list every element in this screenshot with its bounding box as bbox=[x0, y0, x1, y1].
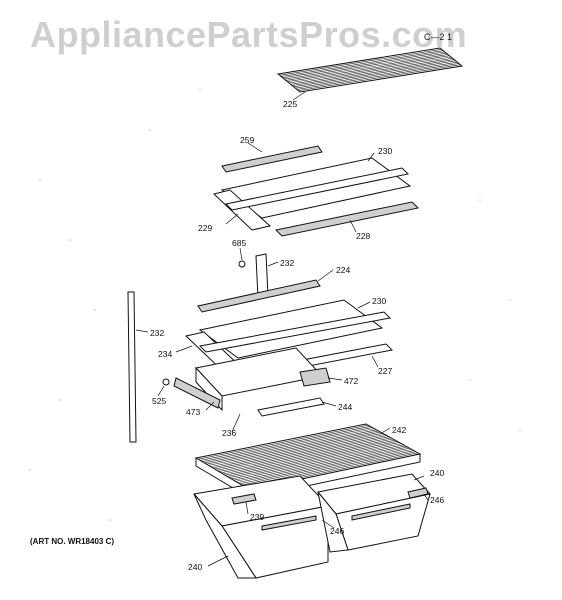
callout-246: 246 bbox=[330, 526, 344, 536]
part-239-handle bbox=[231, 493, 257, 515]
callout-230: 230 bbox=[372, 296, 386, 306]
callout-229: 229 bbox=[198, 223, 212, 233]
part-228-rail-upper bbox=[274, 201, 420, 237]
callout-236: 236 bbox=[222, 428, 236, 438]
part-229-frame-upper bbox=[212, 167, 410, 231]
wire-line bbox=[225, 439, 396, 476]
part-685-screw bbox=[238, 247, 246, 268]
part-472-slide bbox=[299, 367, 343, 387]
callout-230: 230 bbox=[378, 146, 392, 156]
wire-line bbox=[229, 442, 400, 478]
wire-line bbox=[241, 449, 412, 486]
callout-240: 240 bbox=[430, 468, 444, 478]
part-224-trim bbox=[197, 269, 334, 313]
wire-line bbox=[218, 436, 389, 472]
wire-line bbox=[231, 443, 402, 480]
wire-line bbox=[279, 48, 442, 76]
wire-line bbox=[288, 56, 452, 84]
wire-line bbox=[208, 430, 379, 466]
part-232-side-rail bbox=[127, 291, 149, 443]
part-240-drawer-right bbox=[317, 473, 431, 553]
wire-line bbox=[214, 434, 385, 470]
callout-246: 246 bbox=[430, 495, 444, 505]
part-244-rail bbox=[257, 397, 337, 417]
part-259-trim bbox=[221, 142, 323, 173]
callout-232: 232 bbox=[280, 258, 294, 268]
part-525-screw bbox=[157, 378, 170, 397]
wire-line bbox=[210, 431, 381, 467]
wire-line bbox=[298, 64, 461, 92]
wire-line bbox=[295, 61, 458, 89]
part-225-wire-shelf bbox=[276, 47, 464, 101]
callout-228: 228 bbox=[356, 231, 370, 241]
wire-line bbox=[290, 57, 453, 85]
wire-line bbox=[237, 446, 408, 483]
callout-240: 240 bbox=[188, 562, 202, 572]
part-246-handle-left bbox=[321, 519, 335, 529]
callout-234: 234 bbox=[158, 349, 172, 359]
wire-line bbox=[220, 437, 391, 474]
wire-line bbox=[239, 447, 410, 485]
wire-line bbox=[206, 429, 377, 465]
wire-line bbox=[222, 438, 394, 475]
wire-line bbox=[200, 426, 371, 461]
wire-line bbox=[287, 55, 450, 83]
wire-line bbox=[296, 63, 459, 90]
callout-232: 232 bbox=[150, 328, 164, 338]
callout-227: 227 bbox=[378, 366, 392, 376]
wire-line bbox=[202, 427, 373, 462]
wire-line bbox=[281, 50, 444, 77]
callout-224: 224 bbox=[336, 265, 350, 275]
wire-line bbox=[293, 60, 456, 88]
wire-line bbox=[216, 435, 387, 471]
part-246-handle-right bbox=[407, 487, 429, 501]
callout-472: 472 bbox=[344, 376, 358, 386]
wire-line bbox=[284, 52, 447, 80]
wire-line bbox=[204, 428, 375, 464]
part-240-drawer-left bbox=[193, 475, 329, 579]
callout-473: 473 bbox=[186, 407, 200, 417]
callout-225: 225 bbox=[283, 99, 297, 109]
art-number: (ART NO. WR18403 C) bbox=[30, 537, 115, 546]
watermark-logo: AppliancePartsPros.com bbox=[30, 14, 468, 55]
callout-244: 244 bbox=[338, 402, 352, 412]
callout-525: 525 bbox=[152, 396, 166, 406]
scan-specks bbox=[29, 89, 521, 521]
callout-labels: 225 259 230 229 228 685 232 224 230 232 … bbox=[150, 99, 444, 572]
wire-line bbox=[212, 432, 383, 469]
diagram-code: C—2 1 bbox=[424, 32, 453, 42]
callout-239: 239 bbox=[250, 512, 264, 522]
callout-259: 259 bbox=[240, 135, 254, 145]
callout-685: 685 bbox=[232, 238, 246, 248]
callout-242: 242 bbox=[392, 425, 406, 435]
wire-line bbox=[285, 54, 448, 81]
part-473-slide bbox=[173, 377, 221, 411]
wire-line bbox=[198, 424, 369, 460]
wire-line bbox=[233, 444, 404, 481]
wire-line bbox=[282, 51, 445, 79]
wire-line bbox=[235, 445, 406, 482]
wire-line bbox=[227, 441, 398, 477]
wire-line bbox=[292, 59, 455, 86]
